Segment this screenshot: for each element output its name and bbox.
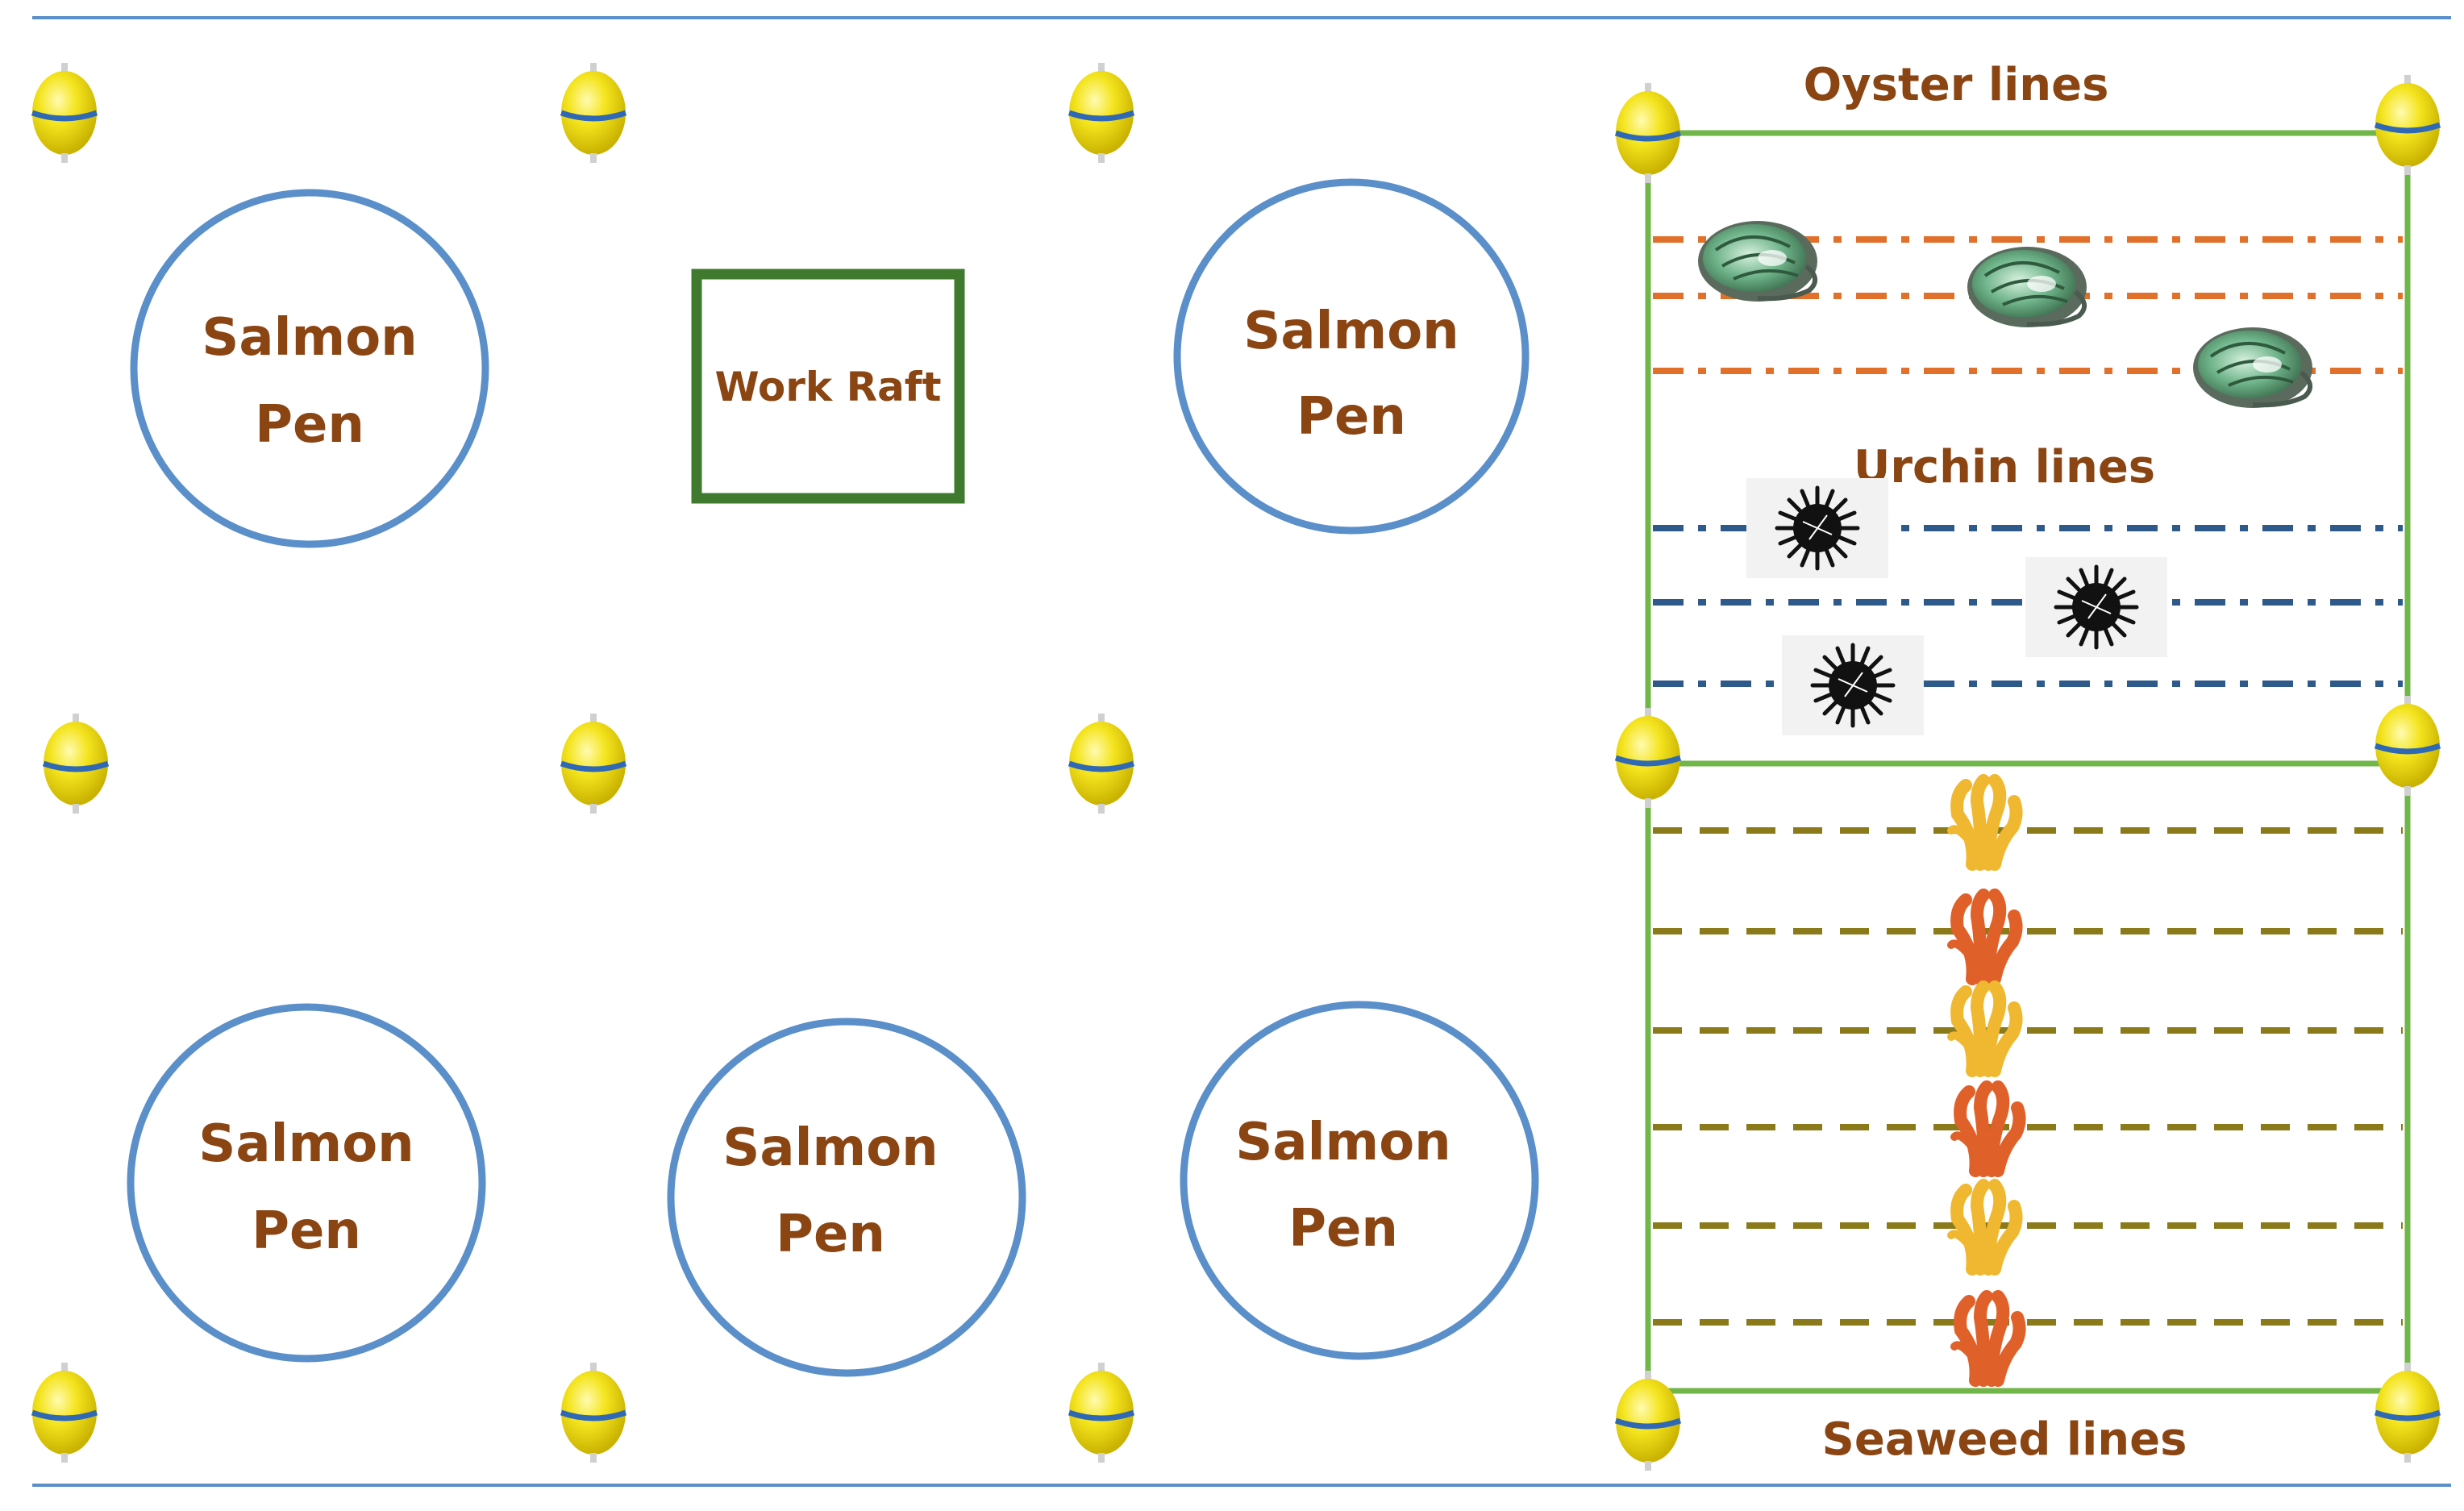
work-raft: Work Raft: [691, 268, 965, 504]
seaweed-icon: [1951, 780, 2017, 864]
buoy-icon: [561, 63, 626, 163]
salmon-pen-label-line2: Pen: [255, 395, 364, 455]
buoy-icon: [1069, 63, 1134, 163]
salmon-pen-label-line2: Pen: [252, 1201, 361, 1261]
salmon-pen-label-line1: Salmon: [1235, 1113, 1451, 1172]
buoy-icon: [561, 714, 626, 814]
buoy-icon: [1069, 714, 1134, 814]
buoy-icon: [2375, 696, 2440, 796]
urchin-icon: [2025, 557, 2167, 657]
salmon-pen-label-line2: Pen: [1297, 387, 1406, 447]
work-raft-label: Work Raft: [715, 364, 942, 410]
urchin-icon: [1782, 635, 1924, 735]
seaweed-icon: [1954, 1297, 2020, 1380]
salmon-pen-label-line1: Salmon: [722, 1118, 938, 1178]
oyster-lines-label: Oyster lines: [1804, 59, 2109, 111]
urchin-lines: [1653, 525, 2403, 687]
salmon-pen: Salmon Pen: [667, 1018, 1026, 1377]
oyster-icon: [2193, 327, 2312, 408]
buoy-icon: [561, 1363, 626, 1463]
salmon-pen: Salmon Pen: [1173, 178, 1530, 535]
seaweed-icon: [1954, 1087, 2020, 1171]
salmon-pen-label-line1: Salmon: [198, 1114, 414, 1174]
oyster-icon: [1967, 247, 2087, 327]
salmon-pen-label-line1: Salmon: [1243, 302, 1459, 361]
seaweed-icon: [1951, 895, 2017, 979]
buoy-icon: [32, 63, 97, 163]
urchin-icon: [1746, 478, 1888, 578]
buoy-icon: [2375, 75, 2440, 175]
buoy-icon: [1069, 1363, 1134, 1463]
buoy-icon: [44, 714, 108, 814]
salmon-pen: Salmon Pen: [1180, 1001, 1539, 1360]
seaweed-lines: [1653, 827, 2403, 1326]
buoy-icon: [32, 1363, 97, 1463]
oyster-icon: [1698, 221, 1817, 302]
seaweed-site-box: [1645, 760, 2411, 1394]
salmon-pen-label-line2: Pen: [1288, 1199, 1398, 1259]
buoy-icon: [2375, 1363, 2440, 1463]
buoy-icon: [1616, 1371, 1680, 1471]
salmon-pen-label-line2: Pen: [776, 1205, 885, 1264]
salmon-pen: Salmon Pen: [130, 189, 489, 548]
urchin-lines-label: Urchin lines: [1854, 441, 2155, 493]
seaweed-lines-label: Seaweed lines: [1822, 1413, 2187, 1466]
salmon-pen-label-line1: Salmon: [202, 308, 417, 368]
buoy-icon: [1616, 83, 1680, 183]
buoy-icon: [1616, 708, 1680, 808]
salmon-pen: Salmon Pen: [127, 1003, 486, 1363]
